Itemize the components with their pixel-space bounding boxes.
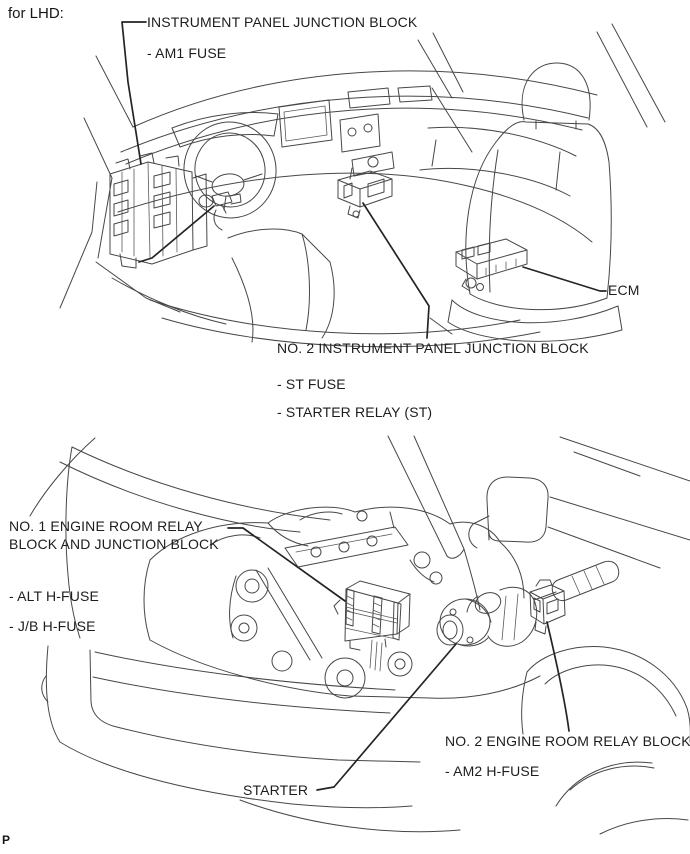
no2-engine-room-relay-block-drawing xyxy=(529,579,566,635)
leader-ignition-area xyxy=(138,205,215,263)
center-display-drawing xyxy=(278,99,333,148)
ecm-drawing xyxy=(455,238,528,292)
page-marker: P xyxy=(2,833,11,847)
callout-am1-fuse: - AM1 FUSE xyxy=(147,45,227,61)
leader-starter xyxy=(316,643,457,791)
variant-label: for LHD: xyxy=(8,5,64,22)
instrument-panel-junction-block-drawing xyxy=(109,152,208,269)
front-bumper-drawing xyxy=(41,645,461,833)
leader-instrument-panel-junction-block xyxy=(121,21,147,165)
callout-alt-h-fuse: - ALT H-FUSE xyxy=(9,588,99,604)
steering-wheel-drawing xyxy=(183,121,277,231)
drive-shaft-drawing xyxy=(551,560,620,602)
engine-drawing xyxy=(143,506,541,699)
no2-instrument-panel-junction-block-drawing xyxy=(337,167,393,219)
no1-engine-room-relay-block-drawing xyxy=(333,580,411,651)
front-seat-drawing xyxy=(429,62,623,342)
callout-st-fuse: - ST FUSE xyxy=(277,376,346,392)
interior-view-drawing xyxy=(59,21,666,348)
leader-no1-engine-room-relay-block xyxy=(227,527,346,602)
callout-instrument-panel-junction-block: INSTRUMENT PANEL JUNCTION BLOCK xyxy=(147,14,418,30)
leader-no2-engine-room-relay-block xyxy=(546,621,570,732)
callout-ecm: ECM xyxy=(608,282,640,298)
callout-starter-relay: - STARTER RELAY (ST) xyxy=(277,404,433,420)
leader-no2-instrument-panel-junction-block xyxy=(362,202,430,339)
callout-jb-h-fuse: - J/B H-FUSE xyxy=(9,618,96,634)
side-mirror-drawing xyxy=(468,476,549,549)
callout-no2-engine-room-relay-block: NO. 2 ENGINE ROOM RELAY BLOCK xyxy=(445,733,690,749)
callout-no2-instrument-panel-junction-block: NO. 2 INSTRUMENT PANEL JUNCTION BLOCK xyxy=(277,340,589,356)
callout-am2-h-fuse: - AM2 H-FUSE xyxy=(445,763,540,779)
leader-ecm xyxy=(522,266,607,292)
starter-drawing xyxy=(436,592,502,647)
engine-room-view-drawing xyxy=(29,435,690,835)
callout-starter: STARTER xyxy=(243,782,309,798)
callout-no1-engine-room-relay-block: NO. 1 ENGINE ROOM RELAY BLOCK AND JUNCTI… xyxy=(9,518,219,552)
